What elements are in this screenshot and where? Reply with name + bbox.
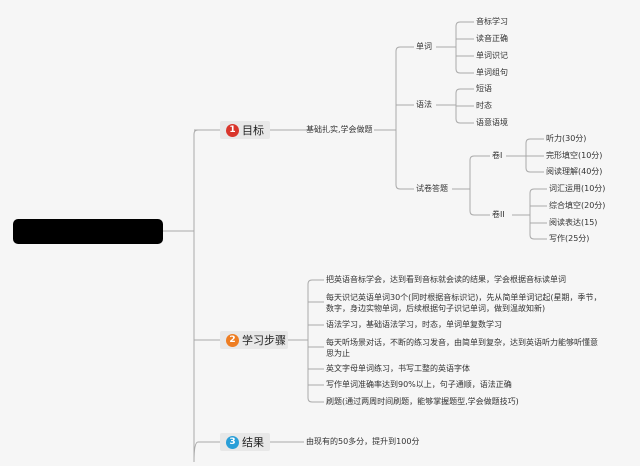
paper2-item[interactable]: 写作(25分) bbox=[549, 234, 590, 243]
goal-number-badge: 1 bbox=[226, 123, 239, 137]
grammar-item[interactable]: 短语 bbox=[476, 84, 492, 93]
root-node[interactable] bbox=[13, 219, 163, 244]
grammar-item[interactable]: 时态 bbox=[476, 101, 492, 110]
connector-line bbox=[455, 68, 474, 74]
result-summary[interactable]: 由现有的50多分，提升到100分 bbox=[306, 437, 420, 446]
exam-label[interactable]: 试卷答题 bbox=[416, 184, 448, 193]
connector-line bbox=[455, 21, 474, 27]
grammar-item[interactable]: 语意语境 bbox=[476, 118, 508, 127]
result-label: 结果 bbox=[242, 436, 264, 449]
goal-label: 目标 bbox=[242, 124, 264, 137]
paper2-item[interactable]: 词汇运用(10分) bbox=[549, 184, 606, 193]
result-node[interactable]: 3 结果 bbox=[220, 433, 270, 451]
paper2-item[interactable]: 综合填空(20分) bbox=[549, 201, 606, 210]
paper2-label[interactable]: 卷II bbox=[492, 210, 505, 219]
connector-line bbox=[525, 167, 544, 173]
connector-line bbox=[307, 279, 324, 285]
connector-line bbox=[395, 184, 414, 190]
goal-summary[interactable]: 基础扎实,学会做题 bbox=[306, 125, 373, 134]
paper1-label[interactable]: 卷I bbox=[492, 151, 503, 160]
step-item[interactable]: 写作单词准确率达到90%以上，句子通顺，语法正确 bbox=[326, 380, 512, 389]
vocab-item[interactable]: 单词识记 bbox=[476, 51, 508, 60]
step-item[interactable]: 语法学习，基础语法学习，时态，单词单复数学习 bbox=[326, 320, 502, 329]
grammar-label[interactable]: 语法 bbox=[416, 100, 432, 109]
connector-line bbox=[307, 397, 324, 403]
step-item[interactable]: 每天听场景对话，不断的练习发音，由简单到复杂，达到英语听力能够听懂意思为止 bbox=[326, 338, 598, 358]
vocab-item[interactable]: 音标学习 bbox=[476, 17, 508, 26]
steps-label: 学习步骤 bbox=[242, 334, 286, 347]
step-item[interactable]: 把英语音标学会，达到看到音标就会读的结果，学会根据音标读单词 bbox=[326, 275, 566, 284]
paper1-item[interactable]: 听力(30分) bbox=[546, 134, 587, 143]
vocab-label[interactable]: 单词 bbox=[416, 42, 432, 51]
connector-line bbox=[529, 188, 547, 194]
paper1-item[interactable]: 阅读理解(40分) bbox=[546, 167, 603, 176]
connector-line bbox=[395, 46, 414, 52]
vocab-item[interactable]: 单词组句 bbox=[476, 68, 508, 77]
steps-number-badge: 2 bbox=[226, 333, 239, 347]
connector-line bbox=[193, 441, 220, 463]
paper1-item[interactable]: 完形填空(10分) bbox=[546, 151, 603, 160]
connector-line bbox=[455, 118, 474, 124]
paper2-item[interactable]: 阅读表达(15) bbox=[549, 218, 598, 227]
steps-node[interactable]: 2 学习步骤 bbox=[220, 331, 288, 349]
step-item[interactable]: 英文字母单词练习，书写工整的英语字体 bbox=[326, 364, 470, 373]
connector-line bbox=[455, 88, 474, 94]
vocab-item[interactable]: 读音正确 bbox=[476, 34, 508, 43]
connector-line bbox=[525, 138, 544, 144]
connector-line bbox=[193, 129, 199, 135]
connector-line bbox=[529, 234, 547, 240]
connector-line bbox=[469, 210, 490, 216]
connector-line bbox=[469, 155, 490, 161]
step-item[interactable]: 刷题(通过两周时间刷题，能够掌握题型,学会做题技巧) bbox=[326, 397, 519, 406]
step-item[interactable]: 每天识记英语单词30个(同时根据音标识记)，先从简单单词记起(星期，季节，数字，… bbox=[326, 293, 602, 313]
goal-node[interactable]: 1 目标 bbox=[220, 121, 270, 139]
result-number-badge: 3 bbox=[226, 435, 239, 449]
